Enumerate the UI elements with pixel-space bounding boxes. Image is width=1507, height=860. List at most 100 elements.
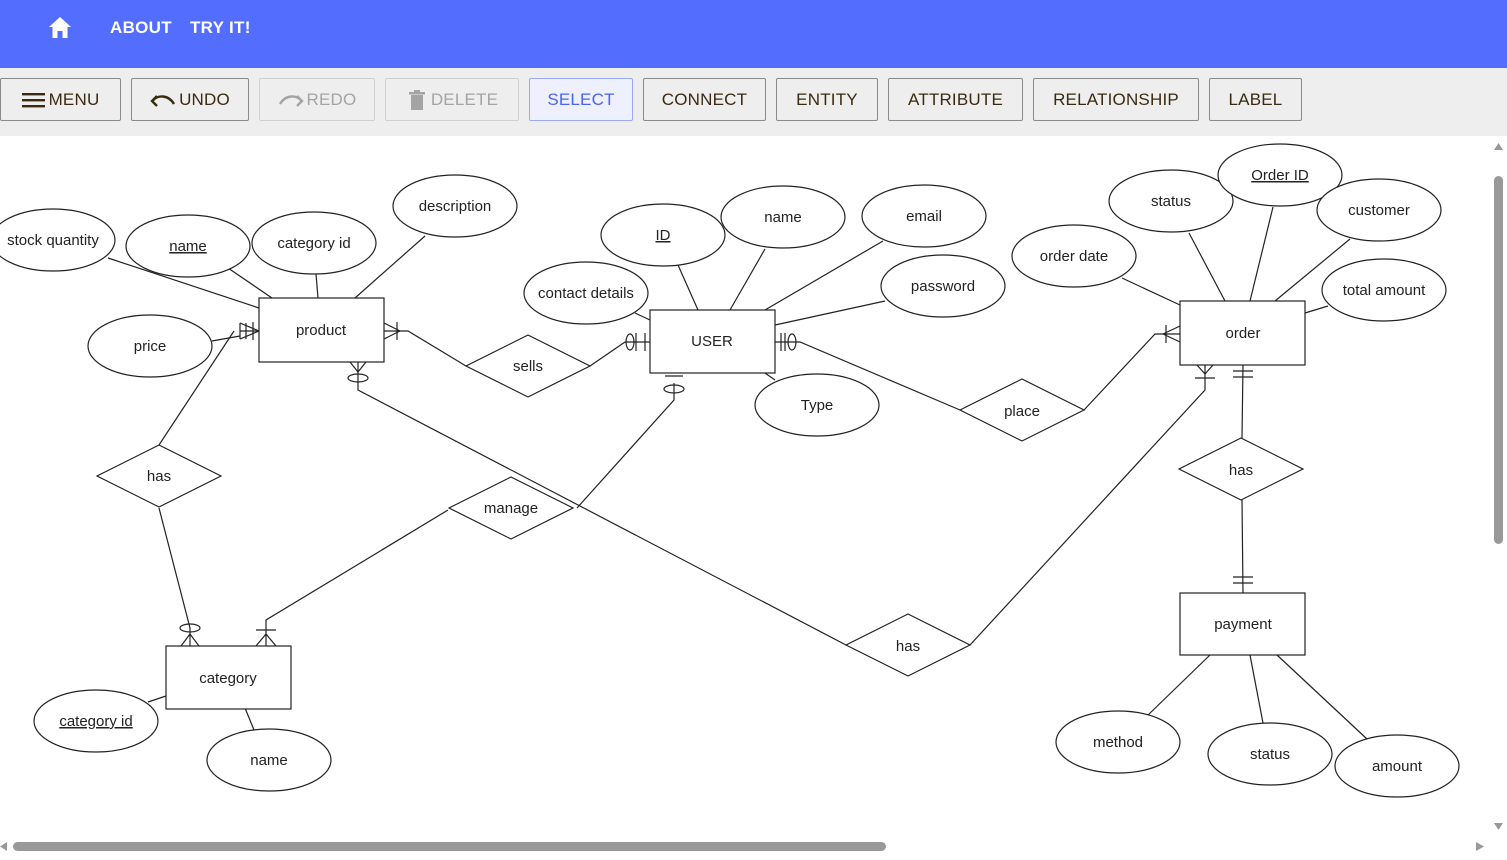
attribute-payment-amount[interactable]: amount (1334, 734, 1460, 798)
scroll-right-arrow-icon[interactable] (1476, 842, 1484, 851)
relationship-sells-label: sells (513, 358, 543, 375)
toolbar: MENU UNDO REDO DELETE SELECT CONNECT ENT… (0, 68, 1507, 136)
entity-product[interactable]: product (258, 297, 385, 363)
attribute-total-amount[interactable]: total amount (1321, 258, 1447, 322)
attribute-label: password (911, 278, 975, 295)
attribute-label: Type (801, 397, 834, 414)
label-label: LABEL (1228, 89, 1283, 109)
redo-label: REDO (306, 89, 357, 109)
home-button[interactable] (44, 12, 76, 44)
delete-button[interactable]: DELETE (385, 78, 519, 121)
attribute-stock-quantity[interactable]: stock quantity (0, 208, 116, 272)
attribute-label: category id (59, 713, 132, 730)
entity-order-label: order (1225, 325, 1260, 342)
attribute-label: contact details (538, 285, 634, 302)
entity-category-label: category (199, 670, 257, 687)
connect-button[interactable]: CONNECT (643, 78, 766, 121)
attribute-label: price (134, 338, 167, 355)
redo-icon (278, 94, 304, 107)
attribute-label: name (764, 209, 802, 226)
attribute-type[interactable]: Type (754, 373, 880, 437)
scroll-up-arrow-icon[interactable] (1494, 143, 1503, 150)
entity-user-label: USER (691, 333, 733, 350)
attribute-label: ID (656, 227, 671, 244)
redo-button[interactable]: REDO (259, 78, 375, 121)
menu-label: MENU (48, 89, 100, 109)
undo-label: UNDO (179, 89, 230, 109)
attribute-category-name[interactable]: name (206, 728, 332, 792)
top-nav-bar: ABOUT TRY IT! (0, 0, 1507, 68)
attribute-order-status[interactable]: status (1108, 169, 1234, 233)
relationship-manage[interactable]: manage (447, 476, 575, 540)
attribute-email[interactable]: email (861, 184, 987, 248)
attribute-product-name[interactable]: name (125, 214, 251, 278)
attribute-label: total amount (1343, 282, 1426, 299)
vertical-scrollbar-thumb[interactable] (1494, 176, 1503, 544)
relationship-label: RELATIONSHIP (1053, 89, 1179, 109)
relationship-has-label: has (147, 468, 171, 485)
attribute-order-date[interactable]: order date (1011, 224, 1137, 288)
relationship-sells[interactable]: sells (464, 334, 592, 398)
relationship-has-label: has (896, 638, 920, 655)
menu-icon (21, 92, 45, 107)
scroll-left-arrow-icon[interactable] (0, 842, 7, 851)
attribute-label: customer (1348, 202, 1410, 219)
about-link[interactable]: ABOUT (110, 18, 172, 37)
attribute-label: stock quantity (7, 232, 99, 249)
attribute-label: category id (277, 235, 350, 252)
attribute-label: status (1151, 193, 1191, 210)
attribute-label: amount (1372, 758, 1423, 775)
try-it-link[interactable]: TRY IT! (190, 18, 251, 37)
relationship-place[interactable]: place (958, 378, 1086, 442)
label-button[interactable]: LABEL (1209, 78, 1302, 121)
relationship-place-label: place (1004, 403, 1040, 420)
entity-payment[interactable]: payment (1179, 592, 1306, 656)
select-button[interactable]: SELECT (529, 78, 633, 121)
undo-icon (150, 94, 176, 107)
attribute-customer[interactable]: customer (1316, 178, 1442, 242)
entity-category[interactable]: category (165, 645, 292, 710)
relationship-has-order-payment[interactable]: has (1177, 437, 1305, 501)
attribute-product-category-id[interactable]: category id (251, 211, 377, 275)
attribute-label: email (906, 208, 942, 225)
attribute-description[interactable]: description (392, 174, 518, 238)
delete-label: DELETE (430, 89, 499, 109)
relationship-has-product-order[interactable]: has (844, 613, 972, 677)
attribute-price[interactable]: price (87, 314, 213, 378)
attribute-user-id[interactable]: ID (600, 203, 726, 267)
entity-label: ENTITY (796, 89, 858, 109)
entity-button[interactable]: ENTITY (776, 78, 878, 121)
er-diagram[interactable]: product USER order category payment sell… (0, 136, 1490, 836)
attribute-label: name (169, 238, 207, 255)
entity-order[interactable]: order (1179, 300, 1306, 366)
undo-button[interactable]: UNDO (131, 78, 249, 121)
entity-user[interactable]: USER (649, 309, 776, 374)
vertical-scrollbar[interactable] (1490, 136, 1507, 836)
trash-icon (408, 89, 425, 110)
attribute-password[interactable]: password (880, 254, 1006, 318)
attribute-label: name (250, 752, 288, 769)
connect-label: CONNECT (661, 89, 748, 109)
attribute-button[interactable]: ATTRIBUTE (888, 78, 1023, 121)
attribute-label: Order ID (1251, 167, 1309, 184)
relationship-has-product-category[interactable]: has (95, 444, 223, 508)
attribute-order-id[interactable]: Order ID (1217, 143, 1343, 207)
relationship-manage-label: manage (484, 500, 538, 517)
attribute-user-name[interactable]: name (720, 185, 846, 249)
diagram-canvas[interactable]: product USER order category payment sell… (0, 136, 1490, 836)
attribute-payment-status[interactable]: status (1207, 722, 1333, 786)
relationship-has-label: has (1229, 462, 1253, 479)
home-icon (49, 17, 71, 38)
attribute-label: status (1250, 746, 1290, 763)
scroll-down-arrow-icon[interactable] (1494, 823, 1503, 830)
entity-product-label: product (296, 322, 347, 339)
horizontal-scrollbar-thumb[interactable] (13, 842, 886, 851)
attribute-payment-method[interactable]: method (1055, 710, 1181, 774)
relationship-button[interactable]: RELATIONSHIP (1033, 78, 1199, 121)
attribute-category-id[interactable]: category id (33, 689, 159, 753)
menu-button[interactable]: MENU (0, 78, 121, 121)
attribute-contact-details[interactable]: contact details (523, 261, 649, 325)
attribute-label: description (419, 198, 492, 215)
horizontal-scrollbar[interactable] (0, 838, 1490, 855)
entity-payment-label: payment (1214, 616, 1272, 633)
